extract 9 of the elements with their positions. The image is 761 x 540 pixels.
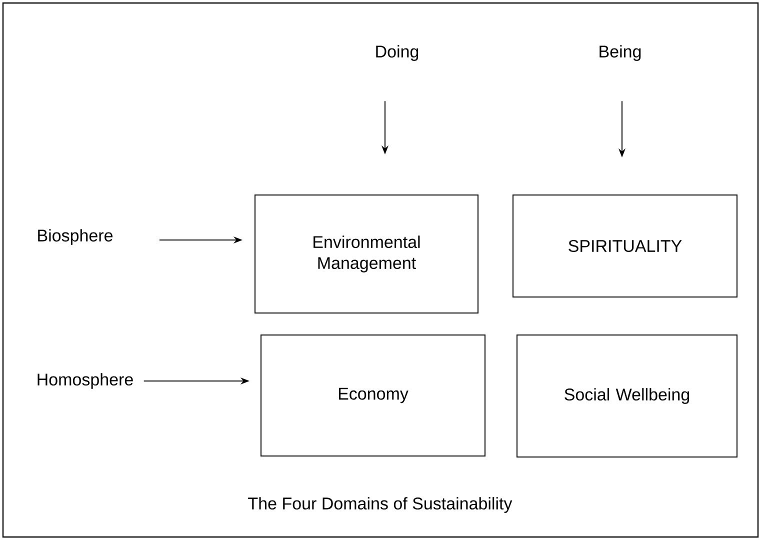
axis-label: Homosphere bbox=[38, 373, 133, 389]
axis-label: Doing bbox=[376, 45, 418, 61]
domain-box: Economy bbox=[260, 334, 486, 456]
axis-label: Being bbox=[600, 45, 641, 61]
domain-box: SPIRITUALITY bbox=[512, 194, 738, 298]
axis-label: Biosphere bbox=[38, 229, 113, 245]
caption: The Four Domains of Sustainability bbox=[248, 497, 512, 513]
domain-box: Social Wellbeing bbox=[516, 334, 738, 458]
domain-box: Environmental Management bbox=[254, 194, 478, 314]
